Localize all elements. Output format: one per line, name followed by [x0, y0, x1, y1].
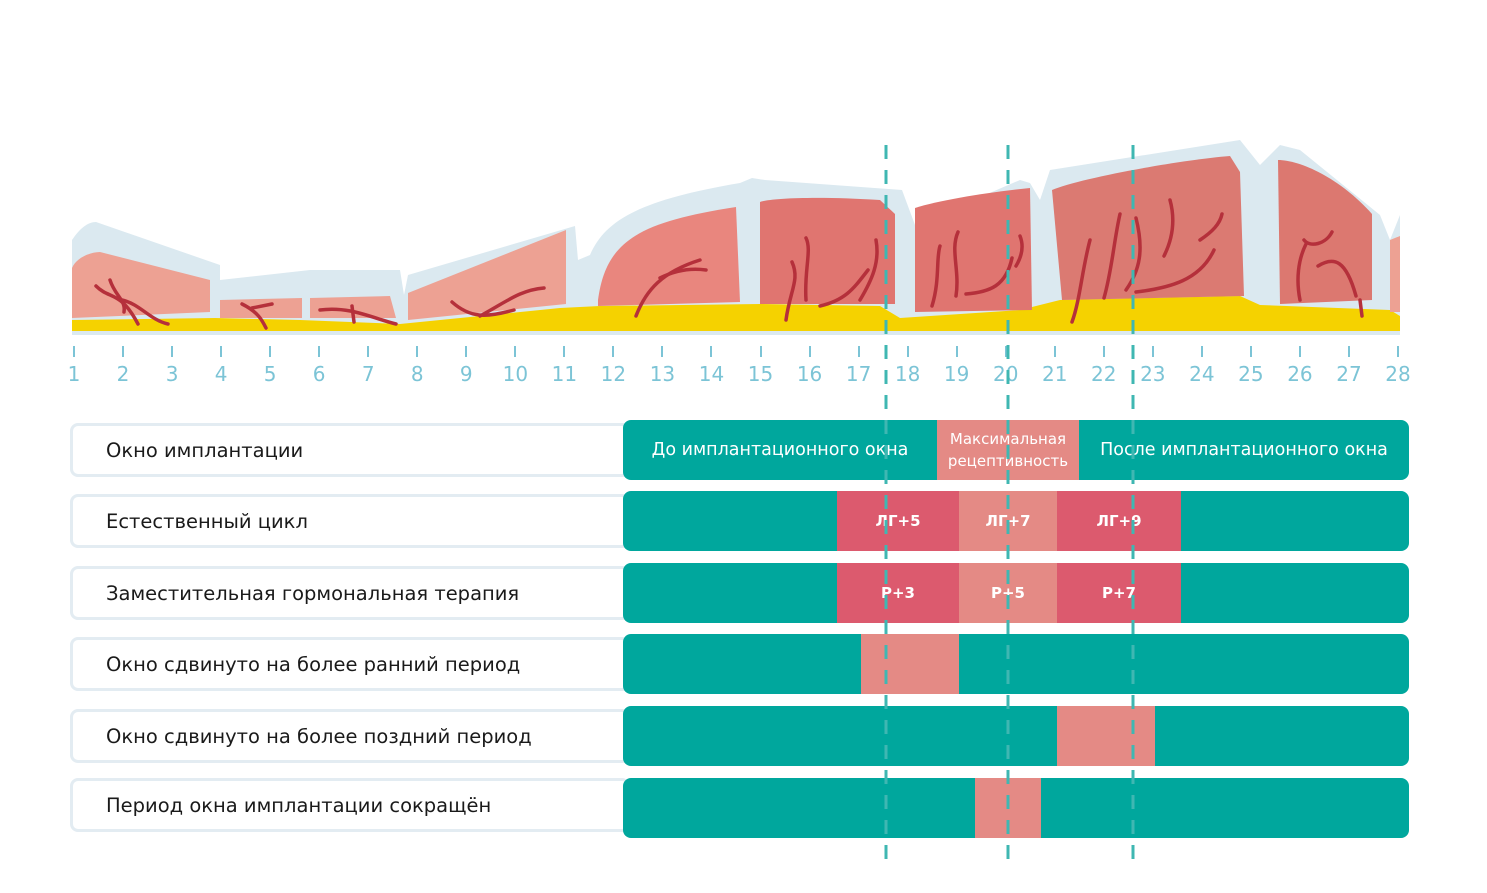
day-label: 17 — [845, 362, 872, 386]
peak-line1: Максимальная — [949, 430, 1067, 448]
zone-after-window: После имплантационного окна — [1100, 440, 1388, 460]
segment-lh5: ЛГ+5 — [837, 491, 959, 551]
day-tick — [220, 346, 223, 357]
row-bar-natural-cycle: ЛГ+5 ЛГ+7 ЛГ+9 — [623, 491, 1409, 551]
day-tick — [710, 346, 713, 357]
day-label: 20 — [992, 362, 1019, 386]
day-label: 9 — [459, 362, 473, 386]
zone-before-window: До имплантационного окна — [651, 440, 909, 460]
day-tick — [171, 346, 174, 357]
day-label: 8 — [410, 362, 424, 386]
row-label-shortened: Период окна имплантации сокращён — [70, 778, 630, 832]
row-label-shifted-earlier: Окно сдвинуто на более ранний период — [70, 637, 630, 691]
day-label: 12 — [600, 362, 627, 386]
day-label: 10 — [502, 362, 529, 386]
row-bar-shifted-later — [623, 706, 1409, 766]
day-tick — [1397, 346, 1399, 357]
day-tick — [1249, 346, 1252, 357]
row-label-shifted-later: Окно сдвинуто на более поздний период — [70, 709, 630, 763]
day-label: 23 — [1140, 362, 1166, 386]
day-tick — [857, 346, 860, 357]
row-bar-hrt: Р+3 Р+5 Р+7 — [623, 563, 1409, 623]
day-tick — [1200, 346, 1203, 357]
day-tick — [1004, 346, 1007, 357]
day-label: 15 — [747, 362, 774, 386]
day-label: 19 — [943, 362, 970, 386]
day-tick — [563, 346, 566, 357]
basal-layer — [72, 296, 1400, 331]
day-tick — [318, 346, 321, 357]
day-tick — [73, 346, 75, 357]
day-tick — [612, 346, 615, 357]
day-tick — [955, 346, 958, 357]
zone-peak-receptivity: Максимальная рецептивность — [937, 420, 1079, 480]
day-tick — [661, 346, 664, 357]
day-tick — [465, 346, 468, 357]
spiral-glands — [94, 198, 1364, 330]
day-label: 18 — [894, 362, 921, 386]
day-label: 7 — [361, 362, 375, 386]
window-segment-later — [1057, 706, 1155, 766]
segment-p7: Р+7 — [1057, 563, 1181, 623]
day-tick — [759, 346, 762, 357]
day-label: 3 — [165, 362, 179, 386]
row-label-hrt: Заместительная гормональная терапия — [70, 566, 630, 620]
window-segment-earlier — [861, 634, 959, 694]
day-label: 6 — [312, 362, 326, 386]
day-tick — [1298, 346, 1301, 357]
day-tick — [1347, 346, 1350, 357]
day-label: 4 — [214, 362, 228, 386]
row-label-natural-cycle: Естественный цикл — [70, 494, 630, 548]
row-label-implantation-window: Окно имплантации — [70, 423, 630, 477]
segment-p3: Р+3 — [837, 563, 959, 623]
day-tick — [367, 346, 370, 357]
segment-lh9: ЛГ+9 — [1057, 491, 1181, 551]
day-label: 24 — [1189, 362, 1215, 386]
row-bar-implantation-window: До имплантационного окна Максимальная ре… — [623, 420, 1409, 480]
window-segment-shortened — [975, 778, 1041, 838]
endometrium-illustration — [72, 140, 1400, 335]
day-tick — [122, 346, 125, 357]
day-tick — [416, 346, 419, 357]
day-label: 26 — [1287, 362, 1313, 386]
row-bar-shortened — [623, 778, 1409, 838]
day-tick — [808, 346, 811, 357]
row-bar-shifted-earlier — [623, 634, 1409, 694]
day-label: 27 — [1336, 362, 1362, 386]
day-label: 1 — [67, 362, 81, 386]
segment-p5: Р+5 — [959, 563, 1057, 623]
day-label: 21 — [1042, 362, 1068, 386]
day-tick — [1151, 346, 1154, 357]
day-label: 2 — [116, 362, 130, 386]
peak-line2: рецептивность — [947, 452, 1069, 470]
day-label: 28 — [1385, 362, 1411, 386]
segment-lh7: ЛГ+7 — [959, 491, 1057, 551]
day-label: 25 — [1238, 362, 1264, 386]
day-tick — [1053, 346, 1056, 357]
day-tick — [514, 346, 517, 357]
day-label: 11 — [551, 362, 578, 386]
day-tick — [1102, 346, 1105, 357]
day-label: 16 — [796, 362, 823, 386]
day-tick — [906, 346, 909, 357]
day-label: 14 — [698, 362, 725, 386]
day-label: 5 — [263, 362, 277, 386]
day-tick — [269, 346, 272, 357]
day-label: 13 — [649, 362, 676, 386]
day-label: 22 — [1091, 362, 1117, 386]
